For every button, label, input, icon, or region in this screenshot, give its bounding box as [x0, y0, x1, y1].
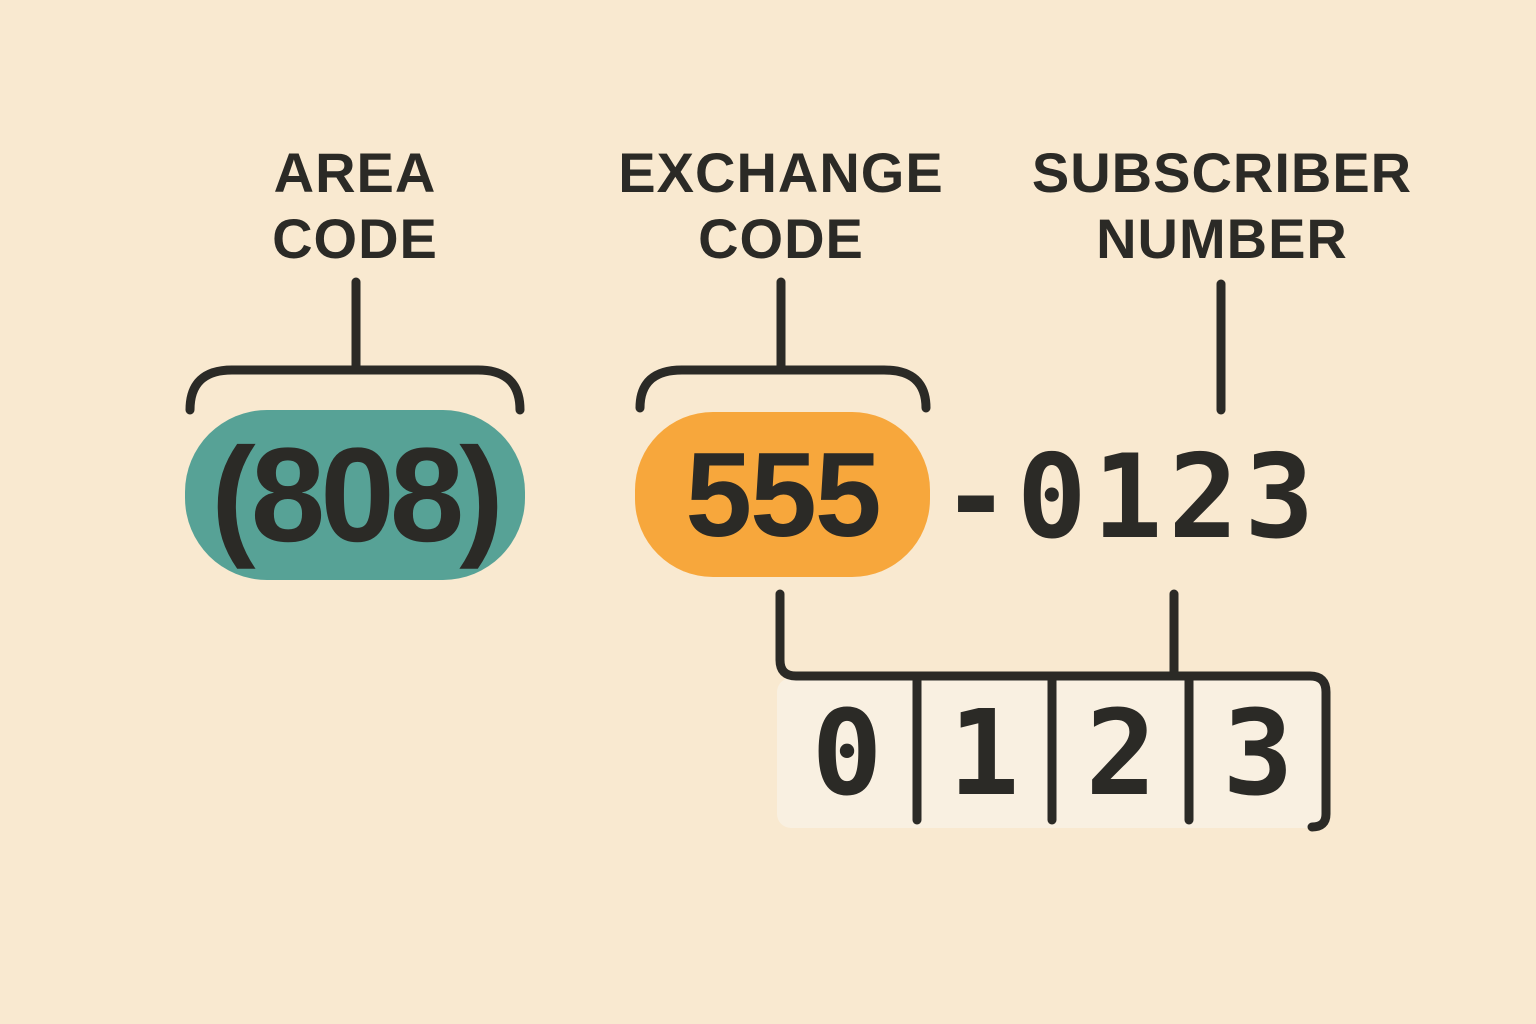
- exchange-code-label-line1: EXCHANGE: [618, 141, 944, 204]
- exchange-code-label-line2: CODE: [698, 207, 864, 270]
- exchange-code-label: EXCHANGE CODE: [556, 140, 1006, 272]
- subscriber-number-row: -0123: [941, 430, 1320, 565]
- separator-hyphen: -: [941, 429, 1017, 565]
- exchange-code-value: 555: [685, 427, 881, 562]
- subscriber-number-value: 0123: [1016, 429, 1321, 565]
- area-code-box: (808): [185, 410, 525, 580]
- subscriber-number-label-line2: NUMBER: [1096, 207, 1348, 270]
- subscriber-number-label-line1: SUBSCRIBER: [1031, 141, 1413, 204]
- subscriber-number-label: SUBSCRIBER NUMBER: [997, 140, 1447, 272]
- area-code-label-line1: AREA: [273, 141, 437, 204]
- area-code-label-line2: CODE: [272, 207, 438, 270]
- subscriber-digit-cell-3: 3: [1222, 684, 1294, 822]
- area-code-value: (808): [211, 420, 504, 570]
- exchange-code-box: 555: [635, 412, 930, 577]
- subscriber-digit-cell-0: 0: [811, 684, 883, 822]
- area-code-label: AREA CODE: [130, 140, 580, 272]
- subscriber-digit-cell-2: 2: [1085, 684, 1157, 822]
- exchange-code-bracket: [635, 365, 931, 413]
- digit-box-outline: [775, 589, 1331, 832]
- subscriber-digit-cell-1: 1: [948, 684, 1020, 822]
- area-code-bracket: [185, 365, 525, 415]
